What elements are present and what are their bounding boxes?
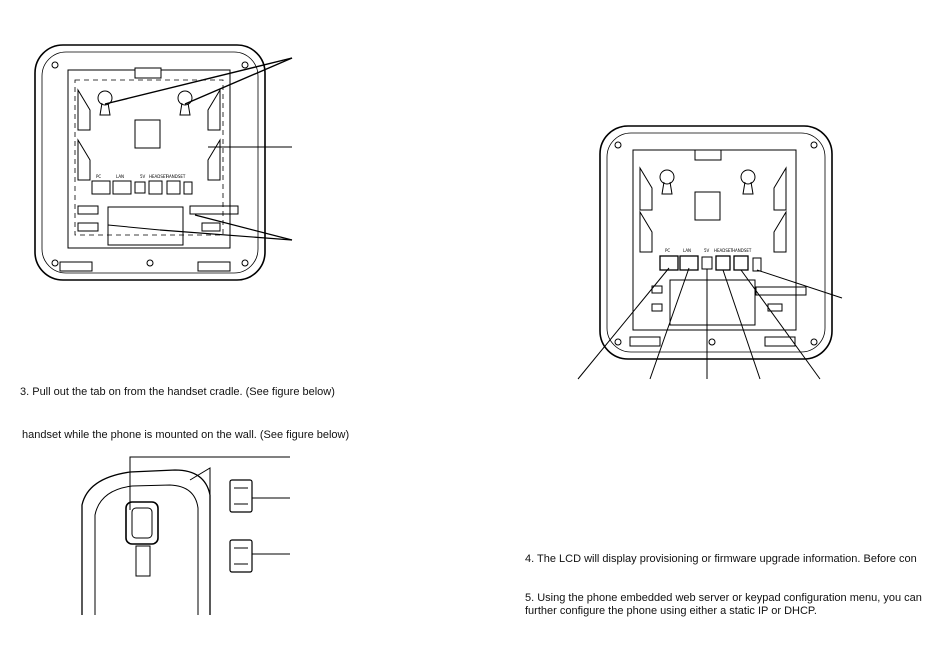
step3-text: 3. Pull out the tab on from the handset …: [20, 386, 335, 398]
svg-text:HANDSET: HANDSET: [166, 174, 186, 179]
step5-line2-text: further configure the phone using either…: [525, 605, 817, 617]
wall-mount-note-text: handset while the phone is mounted on th…: [22, 429, 350, 441]
svg-text:HANDSET: HANDSET: [732, 248, 752, 253]
phone-back-figure-left: PC LAN 5V HEADSET HANDSET: [34, 44, 293, 281]
svg-text:HEADSET: HEADSET: [149, 174, 168, 179]
step5-line1-text: 5. Using the phone embedded web server o…: [525, 592, 922, 604]
svg-text:LAN: LAN: [116, 174, 124, 179]
svg-text:5V: 5V: [140, 174, 146, 179]
svg-text:HEADSET: HEADSET: [714, 248, 733, 253]
svg-text:PC: PC: [96, 174, 101, 179]
handset-cradle-figure: [81, 456, 290, 615]
svg-text:5V: 5V: [704, 248, 710, 253]
phone-back-figure-right: PC LAN 5V HEADSET HANDSET: [577, 125, 843, 380]
step4-text: 4. The LCD will display provisioning or …: [525, 553, 917, 565]
svg-text:PC: PC: [665, 248, 670, 253]
svg-text:LAN: LAN: [683, 248, 691, 253]
